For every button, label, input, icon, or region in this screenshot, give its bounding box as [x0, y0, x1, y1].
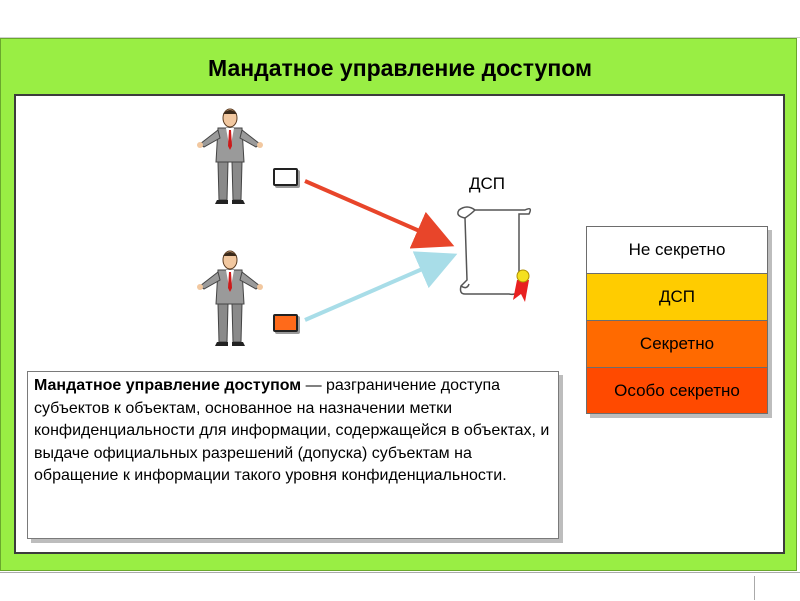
- level-label: Секретно: [639, 334, 715, 353]
- object-label: ДСП: [469, 174, 506, 193]
- level-unclassified: Не секретно: [586, 226, 768, 273]
- businessman-icon: [197, 108, 263, 204]
- level-dsp: ДСП: [586, 273, 768, 320]
- level-label: ДСП: [658, 287, 695, 306]
- definition-box: Мандатное управление доступом — разграни…: [27, 371, 559, 539]
- level-secret: Секретно: [586, 320, 768, 367]
- level-label: Не секретно: [628, 240, 726, 259]
- top-margin: [0, 0, 800, 38]
- bottom-divider: [754, 576, 755, 600]
- arrow-denied: [304, 179, 455, 249]
- level-label: Особо секретно: [614, 380, 740, 400]
- level-top-secret: Особо секретно: [586, 367, 768, 414]
- clearance-tag-secret: [273, 314, 298, 332]
- businessman-upper-icon: [197, 108, 263, 204]
- scroll-document-icon: [457, 206, 532, 302]
- slide-title: Мандатное управление доступом: [208, 55, 592, 81]
- award-seal-icon: [513, 269, 530, 302]
- arrow-granted: [304, 251, 458, 322]
- clearance-tag-unclassified: [273, 168, 298, 186]
- bottom-margin: [0, 572, 800, 601]
- security-levels: Не секретно ДСП Секретно Особо секретно: [586, 226, 768, 414]
- businessman-icon-2: [197, 250, 263, 346]
- definition-term: Мандатное управление доступом: [34, 377, 302, 394]
- definition-text: — разграничение доступа субъектов к объе…: [34, 377, 550, 484]
